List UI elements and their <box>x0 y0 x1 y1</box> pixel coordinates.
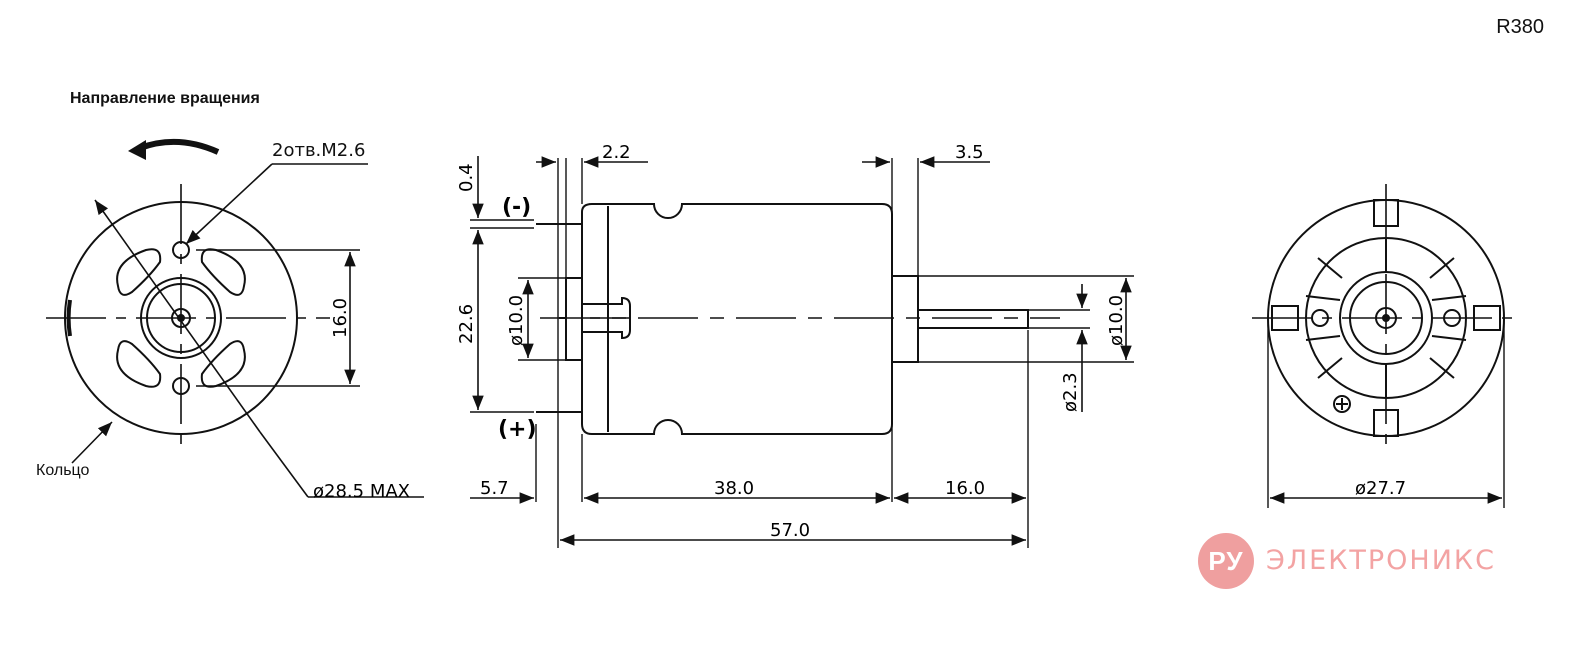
side-view <box>470 156 1134 548</box>
minus-terminal-label: (-) <box>502 195 531 220</box>
dim-flange: 0.4 <box>456 163 477 192</box>
dim-front-step: 3.5 <box>955 142 984 163</box>
dim-rear-boss: ø10.0 <box>506 295 527 346</box>
dim-terminal-length: 5.7 <box>480 478 509 499</box>
logo-text: ЭЛЕКТРОНИКС <box>1266 545 1496 576</box>
vent-slot <box>200 248 246 296</box>
plus-terminal-label: (+) <box>498 417 537 442</box>
dim-terminal-pitch: 22.6 <box>456 304 477 344</box>
dim-front-boss: ø10.0 <box>1106 295 1127 346</box>
mount-hole <box>172 377 190 395</box>
mount-hole <box>172 241 190 259</box>
dim-body-length: 38.0 <box>714 478 754 499</box>
dim-total-length: 57.0 <box>770 520 810 541</box>
dim-rear-diameter: ø27.7 <box>1355 478 1406 499</box>
dim-rear-step: 2.2 <box>602 142 631 163</box>
holes-label: 2отв.M2.6 <box>272 140 366 161</box>
dim-shaft: ø2.3 <box>1060 372 1081 412</box>
motor-body <box>581 203 893 435</box>
dim-outer-diameter: ø28.5 MAX <box>313 481 410 502</box>
brand-logo: РУ ЭЛЕКТРОНИКС <box>1198 533 1508 589</box>
vent-slot <box>116 340 162 388</box>
ring-label: Кольцо <box>36 462 90 479</box>
vent-slot <box>116 248 162 296</box>
front-view <box>46 138 424 498</box>
plus-symbol-icon <box>1333 395 1351 413</box>
vent-slot <box>200 340 246 388</box>
dim-shaft-length: 16.0 <box>945 478 985 499</box>
model-label: R380 <box>1496 16 1544 38</box>
rotation-arrow-icon <box>138 138 220 155</box>
rear-view <box>1252 184 1516 508</box>
logo-badge: РУ <box>1198 533 1254 589</box>
dim-hole-spacing: 16.0 <box>330 298 351 338</box>
rotation-title: Направление вращения <box>70 90 260 107</box>
